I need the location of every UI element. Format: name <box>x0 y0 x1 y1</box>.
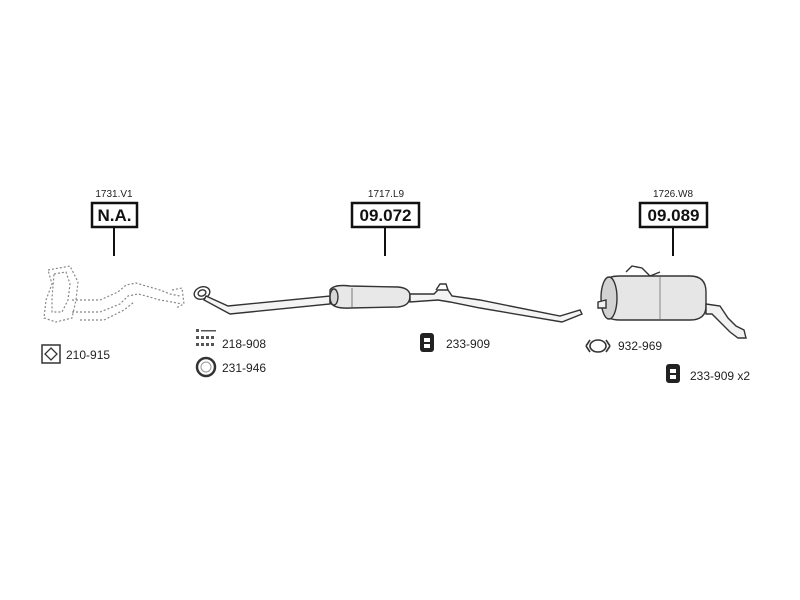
group-rear-silencer: 1726.W8 09.089 <box>597 189 747 339</box>
part-label-rubber-mount-rear: 233-909 x2 <box>690 369 750 383</box>
part-number-rear: 09.089 <box>648 206 700 225</box>
part-ring-gasket[interactable]: 231-946 <box>195 356 266 378</box>
part-label-bolt-kit: 218-908 <box>222 337 266 351</box>
group-front-pipe: 1731.V1 N.A. <box>43 189 185 323</box>
center-pipe-illustration <box>193 283 583 323</box>
ring-gasket-icon <box>195 356 217 378</box>
clamp-icon <box>585 339 611 353</box>
part-label-rubber-mount-center: 233-909 <box>446 337 490 351</box>
part-gasket-flat[interactable]: 210-915 <box>41 344 110 364</box>
group-center-silencer: 1717.L9 09.072 <box>193 189 583 323</box>
rubber-mount-rear-hole-icon <box>670 369 676 373</box>
flat-gasket-icon <box>41 344 61 364</box>
group-code-rear: 1726.W8 <box>653 189 693 200</box>
rubber-mount-rear-icon <box>666 364 680 383</box>
rear-silencer-illustration <box>597 265 747 339</box>
flat-gasket-inner-icon <box>44 347 58 361</box>
ring-gasket-inner-icon <box>200 361 212 373</box>
part-rubber-mount-rear[interactable]: 233-909 x2 <box>666 364 750 383</box>
bolt-kit-icon <box>196 329 216 346</box>
rubber-mount-icon <box>420 333 434 352</box>
part-bolt-kit[interactable]: 218-908 <box>196 329 266 351</box>
part-label-clamp: 932-969 <box>618 339 662 353</box>
group-code-center: 1717.L9 <box>368 189 405 200</box>
rubber-mount-hole-icon <box>424 338 430 342</box>
rubber-mount-rear-hole-icon <box>670 375 676 379</box>
part-number-box-rear[interactable] <box>638 201 709 229</box>
group-code-front: 1731.V1 <box>95 189 133 200</box>
part-label-gasket-flat: 210-915 <box>66 348 110 362</box>
part-rubber-mount-center[interactable]: 233-909 <box>420 333 490 352</box>
part-number-front: N.A. <box>98 206 132 225</box>
part-label-ring-gasket: 231-946 <box>222 361 266 375</box>
front-pipe-illustration <box>43 265 185 323</box>
part-number-center: 09.072 <box>360 206 412 225</box>
rubber-mount-hole-icon <box>424 344 430 348</box>
part-clamp[interactable]: 932-969 <box>585 339 662 353</box>
